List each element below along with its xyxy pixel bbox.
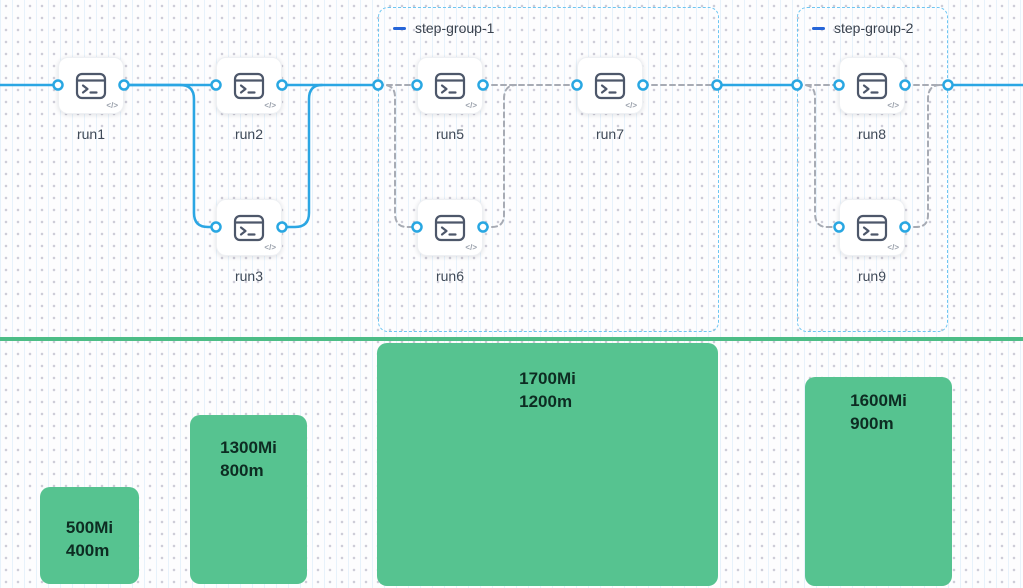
node-run8-card[interactable]: </> <box>839 57 905 114</box>
node-label: run2 <box>234 126 264 142</box>
port-run6-in[interactable] <box>411 221 423 233</box>
code-icon: </> <box>887 101 899 110</box>
node-run5-card[interactable]: </> <box>417 57 483 114</box>
node-run1: </> run1 <box>58 57 124 142</box>
collapse-icon[interactable] <box>812 26 825 30</box>
resource-bar-label: 500Mi 400m <box>65 518 114 560</box>
group-label: step-group-2 <box>834 20 914 36</box>
port-run3-in[interactable] <box>210 221 222 233</box>
node-label: run6 <box>435 268 465 284</box>
terminal-icon <box>75 72 107 99</box>
group-label: step-group-1 <box>415 20 495 36</box>
node-run6-card[interactable]: </> <box>417 199 483 256</box>
port-run7-in[interactable] <box>571 79 583 91</box>
node-label: run8 <box>857 126 887 142</box>
node-label: run9 <box>857 268 887 284</box>
code-icon: </> <box>106 101 118 110</box>
code-icon: </> <box>465 101 477 110</box>
edge-group2in-run9 <box>796 84 840 228</box>
step-group-2-container[interactable]: step-group-2 <box>797 7 948 332</box>
port-run1-in[interactable] <box>52 79 64 91</box>
resource-bar-step-group-1: 1700Mi 1200m <box>377 343 718 586</box>
port-run2-out[interactable] <box>276 79 288 91</box>
node-run9: </> run9 <box>839 199 905 284</box>
step-group-2-header[interactable]: step-group-2 <box>812 20 913 36</box>
edge-run6-run7 <box>482 84 517 228</box>
code-icon: </> <box>887 243 899 252</box>
node-label: run3 <box>234 268 264 284</box>
port-run7-out[interactable] <box>637 79 649 91</box>
edge-group1in-run6 <box>377 84 418 228</box>
node-run2-card[interactable]: </> <box>216 57 282 114</box>
port-group2-out[interactable] <box>942 79 954 91</box>
code-icon: </> <box>264 101 276 110</box>
port-run9-out[interactable] <box>899 221 911 233</box>
port-run5-in[interactable] <box>411 79 423 91</box>
node-run2: </> run2 <box>216 57 282 142</box>
collapse-icon[interactable] <box>393 26 406 30</box>
resource-bar-label: 1600Mi 900m <box>850 391 907 433</box>
edge-run1-run3 <box>122 83 218 229</box>
resource-bar-step-group-2: 1600Mi 900m <box>805 377 952 586</box>
edge-run3-group1 <box>280 83 324 229</box>
terminal-icon <box>434 214 466 241</box>
port-run9-in[interactable] <box>833 221 845 233</box>
code-icon: </> <box>264 243 276 252</box>
terminal-icon <box>434 72 466 99</box>
port-group2-in[interactable] <box>791 79 803 91</box>
resource-bar-label: 1300Mi 800m <box>220 438 277 480</box>
port-run6-out[interactable] <box>477 221 489 233</box>
port-run5-out[interactable] <box>477 79 489 91</box>
resource-bar-label: 1700Mi 1200m <box>519 369 576 411</box>
port-group1-in[interactable] <box>372 79 384 91</box>
terminal-icon <box>856 72 888 99</box>
node-run5: </> run5 <box>417 57 483 142</box>
node-run6: </> run6 <box>417 199 483 284</box>
terminal-icon <box>856 214 888 241</box>
port-run1-out[interactable] <box>118 79 130 91</box>
port-group1-out[interactable] <box>711 79 723 91</box>
node-run3: </> run3 <box>216 199 282 284</box>
resource-bar-run1: 500Mi 400m <box>40 487 139 584</box>
node-run7-card[interactable]: </> <box>577 57 643 114</box>
terminal-icon <box>233 72 265 99</box>
node-label: run7 <box>595 126 625 142</box>
code-icon: </> <box>465 243 477 252</box>
node-run3-card[interactable]: </> <box>216 199 282 256</box>
step-group-1-container[interactable]: step-group-1 <box>378 7 719 332</box>
port-run8-in[interactable] <box>833 79 845 91</box>
node-run7: </> run7 <box>577 57 643 142</box>
edge-run9-group2out <box>904 84 941 228</box>
node-run1-card[interactable]: </> <box>58 57 124 114</box>
terminal-icon <box>594 72 626 99</box>
port-run8-out[interactable] <box>899 79 911 91</box>
node-run8: </> run8 <box>839 57 905 142</box>
step-group-1-header[interactable]: step-group-1 <box>393 20 494 36</box>
port-run3-out[interactable] <box>276 221 288 233</box>
code-icon: </> <box>625 101 637 110</box>
node-run9-card[interactable]: </> <box>839 199 905 256</box>
terminal-icon <box>233 214 265 241</box>
node-label: run5 <box>435 126 465 142</box>
node-label: run1 <box>76 126 106 142</box>
resource-bar-run2-run3: 1300Mi 800m <box>190 415 307 584</box>
port-run2-in[interactable] <box>210 79 222 91</box>
resource-divider-line <box>0 337 1023 341</box>
